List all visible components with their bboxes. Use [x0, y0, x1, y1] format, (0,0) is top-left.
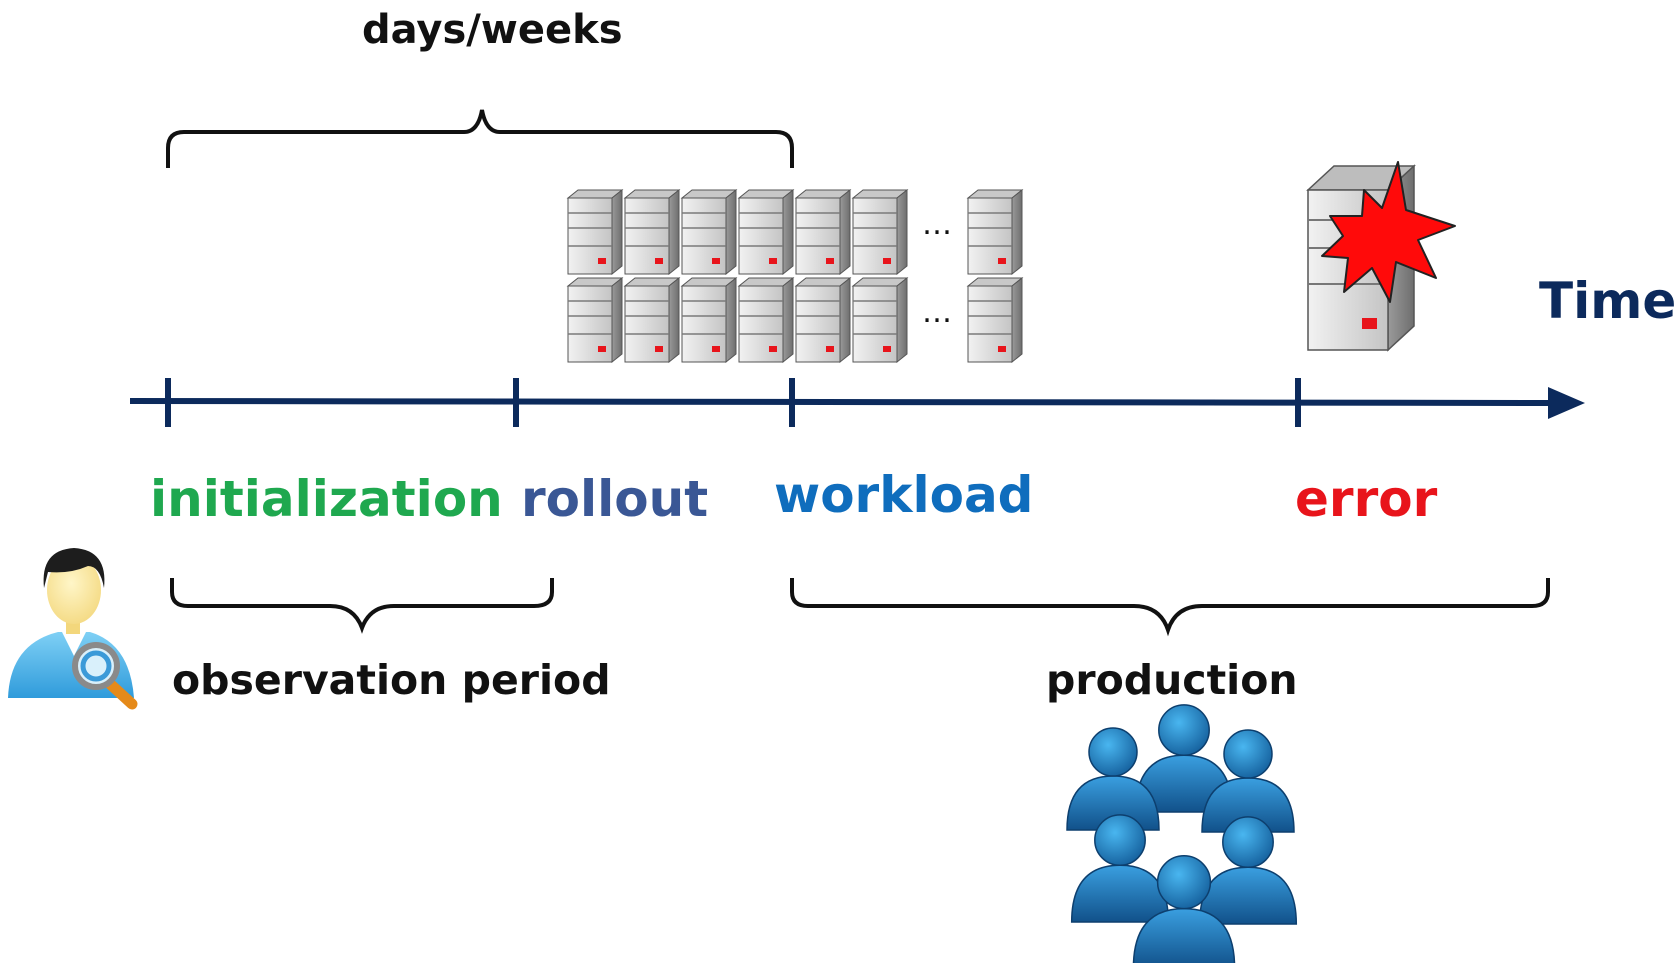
server-tower-icon	[623, 276, 681, 364]
observation-period-label: observation period	[172, 656, 611, 704]
server-tower-icon	[680, 276, 738, 364]
days-weeks-brace	[166, 109, 794, 168]
server-tower-icon	[737, 188, 795, 276]
server-tower-icon	[623, 188, 681, 276]
phase-label-initialization: initialization	[150, 470, 503, 528]
server-tower-icon	[851, 188, 909, 276]
time-axis	[129, 378, 1585, 427]
server-ellipsis-bottom: …	[922, 295, 952, 330]
server-tower-icon	[851, 276, 909, 364]
user-with-magnifier-icon	[8, 548, 138, 710]
server-tower-icon	[680, 188, 738, 276]
server-tower-icon	[566, 276, 624, 364]
server-tower-icon	[794, 188, 852, 276]
user-group-member	[1134, 704, 1234, 813]
user-group-member	[1201, 729, 1295, 833]
server-tower-icon	[794, 276, 852, 364]
observation-brace	[170, 578, 554, 634]
production-label: production	[1046, 656, 1298, 704]
production-brace	[790, 578, 1550, 637]
server-grid	[566, 188, 1024, 364]
days-weeks-label: days/weeks	[362, 7, 623, 53]
user-group-member	[1070, 814, 1170, 923]
user-group-member	[1132, 855, 1236, 963]
time-axis-label: Time	[1539, 272, 1677, 330]
user-group-icon	[1066, 704, 1298, 963]
server-ellipsis-top: …	[922, 207, 952, 242]
server-explosion-icon	[1306, 161, 1456, 352]
phase-label-rollout: rollout	[521, 470, 709, 528]
server-tower-icon	[966, 188, 1024, 276]
server-tower-icon	[566, 188, 624, 276]
server-tower-icon	[737, 276, 795, 364]
user-group-member	[1198, 816, 1298, 925]
server-tower-icon	[966, 276, 1024, 364]
user-group-member	[1066, 727, 1160, 831]
phase-label-error: error	[1295, 470, 1438, 528]
phase-label-workload: workload	[774, 466, 1034, 524]
